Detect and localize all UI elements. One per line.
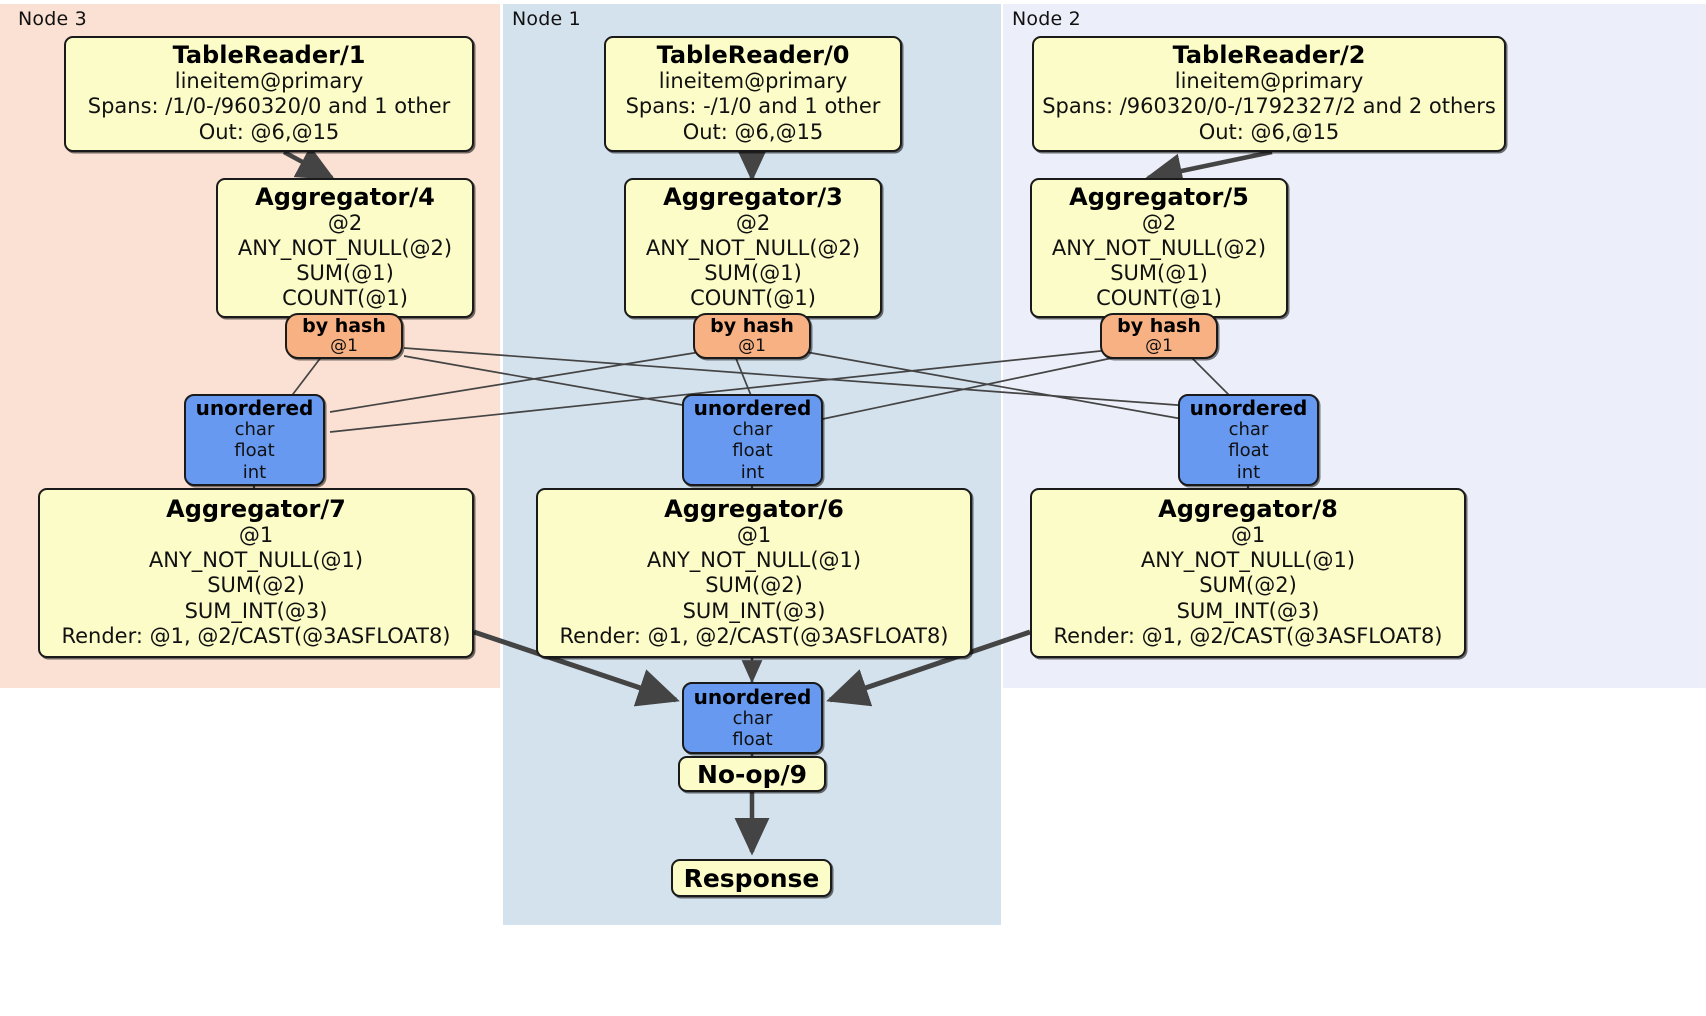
processor-detail-table: lineitem@primary <box>174 69 364 94</box>
processor-detail-groupby: @2 <box>735 210 771 235</box>
router-detail-key: @1 <box>1145 335 1173 356</box>
processor-detail-agg3: COUNT(@1) <box>282 286 408 311</box>
processor-detail-spans: Spans: /1/0-/960320/0 and 1 other <box>87 94 451 119</box>
processor-title: Aggregator/6 <box>664 495 844 524</box>
synchronizer-unordered-final[interactable]: unordered char float <box>682 682 823 754</box>
synchronizer-unordered-right[interactable]: unordered char float int <box>1178 394 1319 486</box>
processor-detail-agg1: ANY_NOT_NULL(@1) <box>1140 548 1356 573</box>
synchronizer-type-1: char <box>1228 419 1269 441</box>
processor-detail-agg1: ANY_NOT_NULL(@2) <box>1051 235 1267 260</box>
router-title: by hash <box>710 314 794 337</box>
processor-detail-agg2: SUM(@2) <box>1199 573 1297 598</box>
synchronizer-type-2: float <box>1228 440 1269 462</box>
processor-tablereader-0[interactable]: TableReader/0 lineitem@primary Spans: -/… <box>604 36 902 152</box>
router-by-hash-right[interactable]: by hash @1 <box>1100 313 1218 359</box>
processor-detail-table: lineitem@primary <box>658 69 848 94</box>
router-by-hash-left[interactable]: by hash @1 <box>285 313 403 359</box>
processor-no-op-9[interactable]: No-op/9 <box>678 756 826 792</box>
processor-detail-groupby: @2 <box>1141 210 1177 235</box>
processor-aggregator-8[interactable]: Aggregator/8 @1 ANY_NOT_NULL(@1) SUM(@2)… <box>1030 488 1466 658</box>
processor-title: Aggregator/5 <box>1069 182 1249 211</box>
processor-detail-agg1: ANY_NOT_NULL(@2) <box>645 235 861 260</box>
processor-detail-render: Render: @1, @2/CAST(@3ASFLOAT8) <box>1053 623 1443 648</box>
processor-detail-agg1: ANY_NOT_NULL(@2) <box>237 235 453 260</box>
processor-aggregator-3[interactable]: Aggregator/3 @2 ANY_NOT_NULL(@2) SUM(@1)… <box>624 178 882 318</box>
router-detail-key: @1 <box>738 335 766 356</box>
processor-title: TableReader/1 <box>172 41 366 70</box>
synchronizer-title: unordered <box>693 396 812 421</box>
synchronizer-type-2: float <box>234 440 275 462</box>
processor-title: Aggregator/3 <box>663 182 843 211</box>
synchronizer-unordered-center[interactable]: unordered char float int <box>682 394 823 486</box>
processor-detail-groupby: @2 <box>327 210 363 235</box>
processor-aggregator-5[interactable]: Aggregator/5 @2 ANY_NOT_NULL(@2) SUM(@1)… <box>1030 178 1288 318</box>
synchronizer-unordered-left[interactable]: unordered char float int <box>184 394 325 486</box>
processor-tablereader-2[interactable]: TableReader/2 lineitem@primary Spans: /9… <box>1032 36 1506 152</box>
processor-title: TableReader/0 <box>656 41 850 70</box>
processor-aggregator-4[interactable]: Aggregator/4 @2 ANY_NOT_NULL(@2) SUM(@1)… <box>216 178 474 318</box>
processor-detail-agg3: SUM_INT(@3) <box>1176 598 1320 623</box>
processor-aggregator-7[interactable]: Aggregator/7 @1 ANY_NOT_NULL(@1) SUM(@2)… <box>38 488 474 658</box>
processor-detail-agg1: ANY_NOT_NULL(@1) <box>148 548 364 573</box>
router-detail-key: @1 <box>330 335 358 356</box>
synchronizer-type-3: int <box>242 461 267 483</box>
processor-detail-spans: Spans: -/1/0 and 1 other <box>625 94 881 119</box>
node-panel-label-node3: Node 3 <box>18 8 87 30</box>
processor-detail-groupby: @1 <box>1230 522 1266 547</box>
processor-response[interactable]: Response <box>671 859 832 897</box>
processor-aggregator-6[interactable]: Aggregator/6 @1 ANY_NOT_NULL(@1) SUM(@2)… <box>536 488 972 658</box>
processor-detail-out: Out: @6,@15 <box>198 119 340 144</box>
processor-detail-groupby: @1 <box>736 522 772 547</box>
processor-detail-spans: Spans: /960320/0-/1792327/2 and 2 others <box>1042 94 1496 119</box>
synchronizer-type-2: float <box>732 729 773 750</box>
processor-tablereader-1[interactable]: TableReader/1 lineitem@primary Spans: /1… <box>64 36 474 152</box>
router-by-hash-center[interactable]: by hash @1 <box>693 313 811 359</box>
processor-title: Aggregator/4 <box>255 182 435 211</box>
node-panel-label-node1: Node 1 <box>512 8 581 30</box>
synchronizer-type-3: int <box>1236 461 1261 483</box>
synchronizer-type-1: char <box>732 707 773 729</box>
processor-detail-agg2: SUM(@1) <box>1110 260 1208 285</box>
processor-title: Aggregator/8 <box>1158 495 1338 524</box>
processor-detail-agg3: SUM_INT(@3) <box>682 598 826 623</box>
processor-detail-agg2: SUM(@2) <box>705 573 803 598</box>
router-title: by hash <box>302 314 386 337</box>
synchronizer-type-1: char <box>234 419 275 441</box>
processor-detail-agg1: ANY_NOT_NULL(@1) <box>646 548 862 573</box>
processor-title: Response <box>683 863 820 893</box>
processor-title: Aggregator/7 <box>166 495 346 524</box>
processor-detail-render: Render: @1, @2/CAST(@3ASFLOAT8) <box>559 623 949 648</box>
processor-detail-agg3: SUM_INT(@3) <box>184 598 328 623</box>
synchronizer-type-2: float <box>732 440 773 462</box>
synchronizer-title: unordered <box>693 684 812 709</box>
router-title: by hash <box>1117 314 1201 337</box>
processor-detail-out: Out: @6,@15 <box>682 119 824 144</box>
synchronizer-type-3: int <box>740 461 765 483</box>
processor-detail-agg2: SUM(@2) <box>207 573 305 598</box>
processor-title: TableReader/2 <box>1172 41 1366 70</box>
processor-title: No-op/9 <box>696 759 808 789</box>
processor-detail-table: lineitem@primary <box>1174 69 1364 94</box>
node-panel-label-node2: Node 2 <box>1012 8 1081 30</box>
processor-detail-agg3: COUNT(@1) <box>1096 286 1222 311</box>
synchronizer-type-1: char <box>732 419 773 441</box>
synchronizer-title: unordered <box>195 396 314 421</box>
processor-detail-render: Render: @1, @2/CAST(@3ASFLOAT8) <box>61 623 451 648</box>
processor-detail-agg3: COUNT(@1) <box>690 286 816 311</box>
processor-detail-out: Out: @6,@15 <box>1198 119 1340 144</box>
processor-detail-groupby: @1 <box>238 522 274 547</box>
processor-detail-agg2: SUM(@1) <box>704 260 802 285</box>
processor-detail-agg2: SUM(@1) <box>296 260 394 285</box>
synchronizer-title: unordered <box>1189 396 1308 421</box>
